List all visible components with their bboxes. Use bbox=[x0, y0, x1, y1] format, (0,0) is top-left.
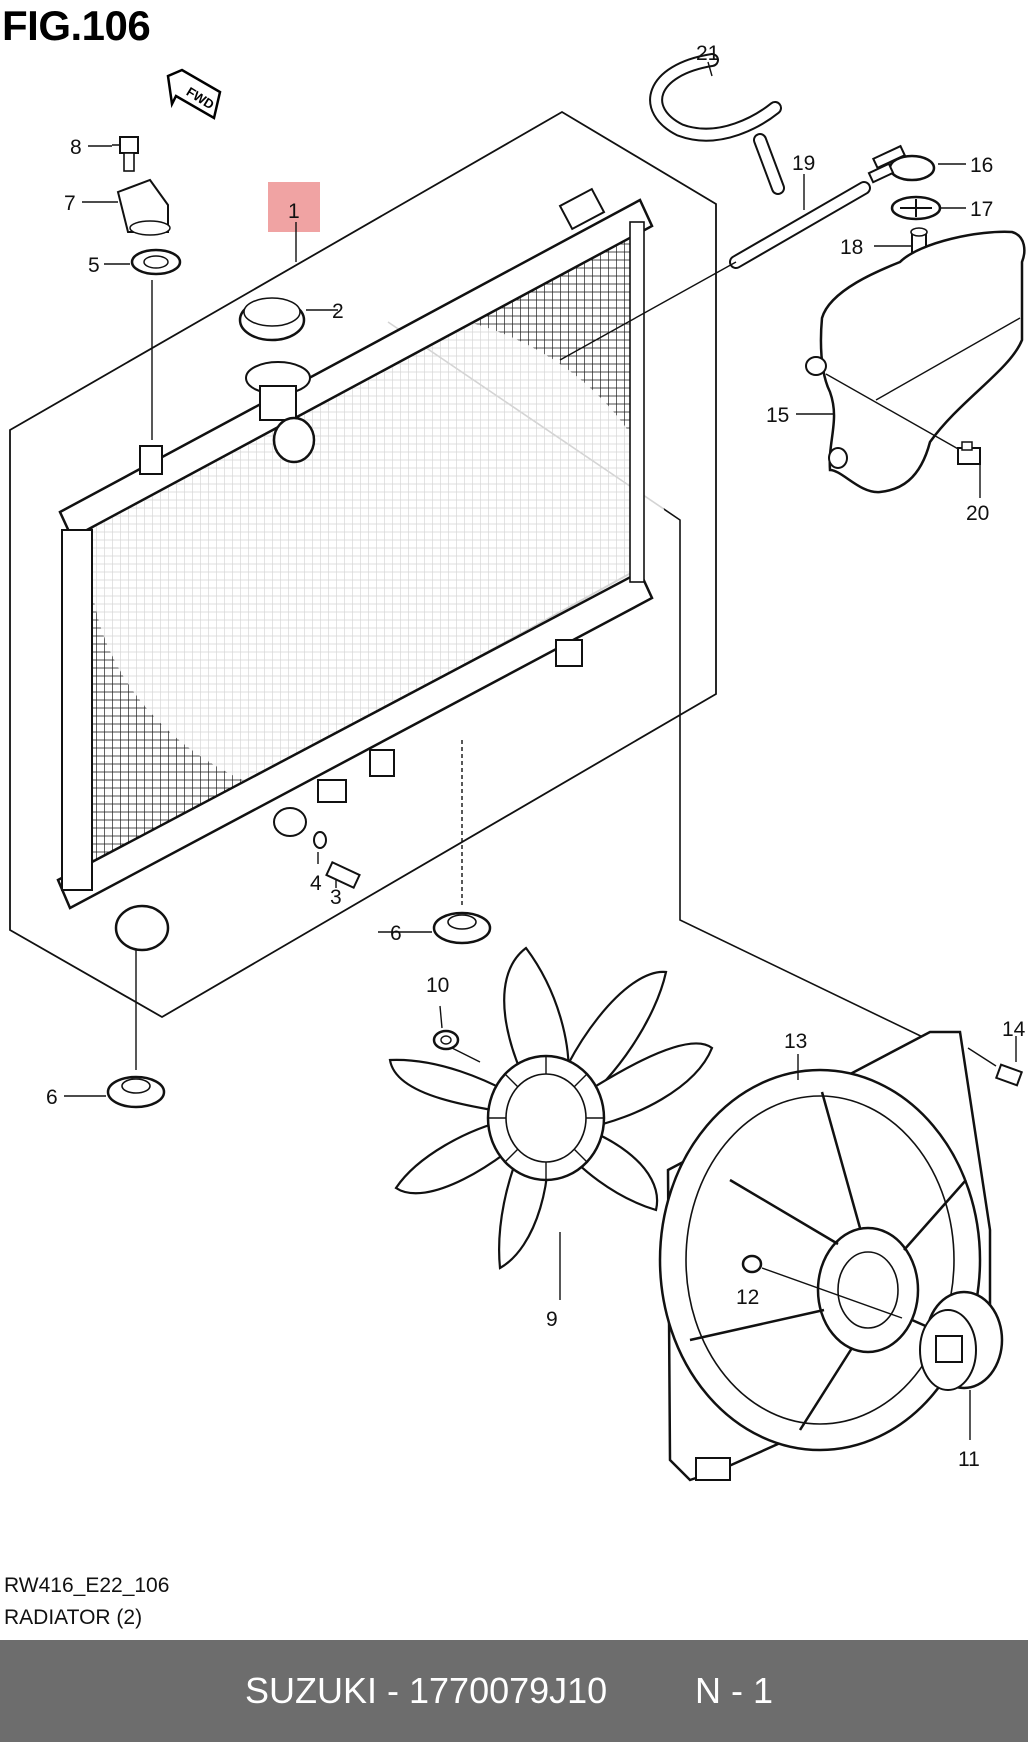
reservoir-tank-15 bbox=[819, 230, 1026, 494]
callout-8: 8 bbox=[70, 136, 82, 159]
bolt-14 bbox=[994, 1063, 1024, 1087]
leader-lines bbox=[64, 61, 1017, 1097]
callout-6a: 6 bbox=[390, 922, 402, 945]
nut-10 bbox=[432, 1029, 460, 1051]
callout-11: 11 bbox=[958, 1448, 980, 1471]
footer-page-label: N - 1 bbox=[695, 1670, 774, 1711]
callout-20: 20 bbox=[966, 502, 989, 525]
callout-18: 18 bbox=[840, 236, 863, 259]
fan-shroud-13 bbox=[658, 1030, 992, 1482]
drain-plug-3 bbox=[325, 860, 361, 890]
callout-12: 12 bbox=[736, 1286, 759, 1309]
callout-labels: 1 2 3 4 5 6 6 7 8 9 10 11 12 13 14 15 16… bbox=[46, 42, 1026, 1471]
cushion-6-lower bbox=[106, 1075, 166, 1109]
bolt-20 bbox=[957, 441, 981, 465]
callout-14: 14 bbox=[1002, 1018, 1026, 1041]
callout-2: 2 bbox=[332, 300, 344, 323]
radiator-cap bbox=[238, 297, 306, 342]
fwd-arrow-icon: FWD bbox=[166, 68, 222, 120]
reservoir-cap-16 bbox=[867, 144, 936, 184]
drawing-code: RW416_E22_106 bbox=[4, 1574, 170, 1597]
callout-6b: 6 bbox=[46, 1086, 58, 1109]
exploded-parts-diagram: FWD bbox=[9, 42, 1026, 1482]
callout-9: 9 bbox=[546, 1308, 558, 1331]
cooling-fan-9 bbox=[388, 946, 714, 1270]
cushion-5 bbox=[130, 248, 182, 276]
callout-10: 10 bbox=[426, 974, 449, 997]
footer-part-number: SUZUKI - 1770079J10 bbox=[245, 1670, 608, 1711]
fan-motor-11 bbox=[919, 1290, 1004, 1391]
callout-19: 19 bbox=[792, 152, 815, 175]
callout-5: 5 bbox=[88, 254, 100, 277]
callout-13: 13 bbox=[784, 1030, 807, 1053]
callout-17: 17 bbox=[970, 198, 993, 221]
screw-12 bbox=[741, 1254, 763, 1274]
callout-7: 7 bbox=[64, 192, 76, 215]
o-ring-4 bbox=[313, 831, 327, 849]
seal-17 bbox=[890, 195, 942, 221]
radiator-frame bbox=[9, 110, 717, 1019]
drawing-name: RADIATOR (2) bbox=[4, 1606, 143, 1629]
figure-title: FIG.106 bbox=[2, 2, 151, 49]
callout-21: 21 bbox=[696, 42, 719, 65]
callout-16: 16 bbox=[970, 154, 993, 177]
radiator-core bbox=[56, 187, 670, 952]
footer-bar: SUZUKI - 1770079J10 N - 1 bbox=[0, 1640, 1028, 1742]
cushion-6-upper bbox=[432, 911, 492, 945]
bracket-7 bbox=[116, 178, 171, 236]
callout-3: 3 bbox=[330, 886, 342, 909]
part-1-highlight bbox=[268, 182, 320, 232]
callout-4: 4 bbox=[310, 872, 322, 895]
bolt-8 bbox=[112, 136, 139, 172]
callout-15: 15 bbox=[766, 404, 789, 427]
callout-1: 1 bbox=[288, 200, 300, 223]
